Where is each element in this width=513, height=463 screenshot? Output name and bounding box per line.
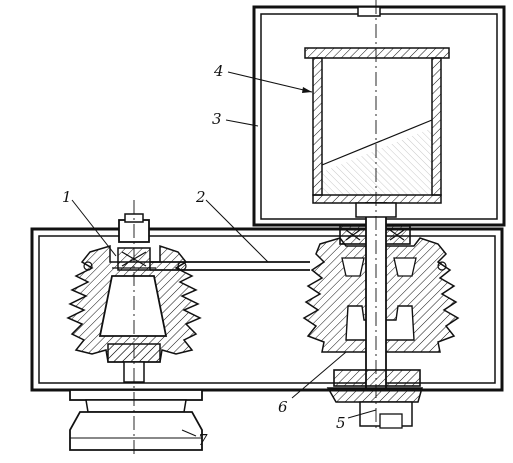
label-1: 1 — [62, 188, 72, 206]
belt-rod — [150, 261, 310, 271]
leader-lines — [71, 71, 377, 437]
centre-lines — [133, 0, 377, 455]
motor-base — [69, 389, 203, 451]
label-6: 6 — [278, 398, 288, 416]
label-3: 3 — [212, 110, 222, 128]
part-labels: 1 2 3 4 5 6 7 — [62, 62, 346, 449]
label-2: 2 — [195, 188, 206, 206]
label-4: 4 — [213, 62, 224, 80]
lower-housing — [30, 227, 504, 392]
label-5: 5 — [336, 414, 346, 432]
lower-bearing — [326, 369, 423, 429]
label-7: 7 — [198, 431, 208, 449]
cup-container — [304, 47, 450, 204]
